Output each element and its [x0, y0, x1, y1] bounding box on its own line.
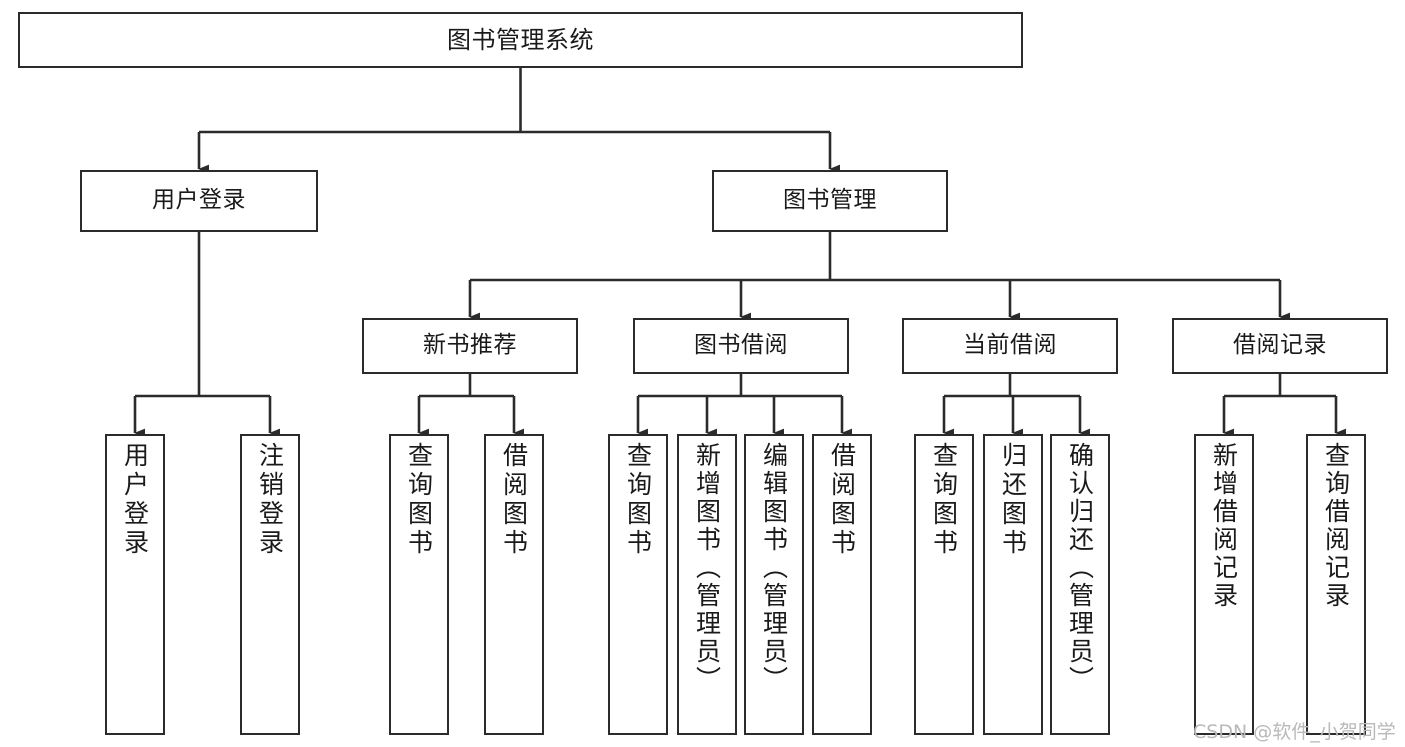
- node-new-book-recommend[interactable]: 新书推荐: [362, 318, 578, 374]
- leaf-current-query-book-label: 查询图书: [929, 442, 959, 558]
- leaf-return-book[interactable]: 归还图书: [983, 434, 1043, 735]
- leaf-edit-book-admin[interactable]: 编辑图书（管理员）: [744, 434, 804, 735]
- leaf-borrow-query-book-label: 查询图书: [623, 442, 653, 558]
- leaf-borrow-book[interactable]: 借阅图书: [812, 434, 872, 735]
- node-book-borrow[interactable]: 图书借阅: [633, 318, 849, 374]
- leaf-confirm-return-admin[interactable]: 确认归还（管理员）: [1050, 434, 1110, 735]
- leaf-recommend-query-book-label: 查询图书: [404, 442, 434, 558]
- leaf-add-book-admin-label: 新增图书（管理员）: [692, 442, 722, 694]
- leaf-edit-book-admin-label: 编辑图书（管理员）: [759, 442, 789, 694]
- node-borrow-record-label: 借阅记录: [1233, 332, 1327, 359]
- node-book-manage[interactable]: 图书管理: [712, 170, 948, 232]
- leaf-borrow-query-book[interactable]: 查询图书: [608, 434, 668, 735]
- node-book-manage-label: 图书管理: [783, 187, 877, 214]
- leaf-logout-label: 注销登录: [255, 442, 285, 558]
- node-book-borrow-label: 图书借阅: [694, 332, 788, 359]
- leaf-add-borrow-record-label: 新增借阅记录: [1209, 442, 1239, 610]
- node-borrow-record[interactable]: 借阅记录: [1172, 318, 1388, 374]
- leaf-return-book-label: 归还图书: [998, 442, 1028, 558]
- leaf-confirm-return-admin-label: 确认归还（管理员）: [1065, 442, 1095, 694]
- node-current-borrow[interactable]: 当前借阅: [902, 318, 1118, 374]
- leaf-logout[interactable]: 注销登录: [240, 434, 300, 735]
- leaf-query-borrow-record[interactable]: 查询借阅记录: [1306, 434, 1366, 735]
- leaf-user-login[interactable]: 用户登录: [105, 434, 165, 735]
- node-root-label: 图书管理系统: [447, 25, 594, 54]
- leaf-user-login-label: 用户登录: [120, 442, 150, 558]
- node-new-book-recommend-label: 新书推荐: [423, 332, 517, 359]
- leaf-add-book-admin[interactable]: 新增图书（管理员）: [677, 434, 737, 735]
- node-root[interactable]: 图书管理系统: [18, 12, 1023, 68]
- leaf-borrow-book-label: 借阅图书: [827, 442, 857, 558]
- leaf-recommend-query-book[interactable]: 查询图书: [389, 434, 449, 735]
- node-current-borrow-label: 当前借阅: [963, 332, 1057, 359]
- leaf-current-query-book[interactable]: 查询图书: [914, 434, 974, 735]
- leaf-recommend-borrow-book[interactable]: 借阅图书: [484, 434, 544, 735]
- node-user-login[interactable]: 用户登录: [80, 170, 318, 232]
- leaf-recommend-borrow-book-label: 借阅图书: [499, 442, 529, 558]
- node-user-login-label: 用户登录: [152, 187, 246, 214]
- leaf-add-borrow-record[interactable]: 新增借阅记录: [1194, 434, 1254, 735]
- leaf-query-borrow-record-label: 查询借阅记录: [1321, 442, 1351, 610]
